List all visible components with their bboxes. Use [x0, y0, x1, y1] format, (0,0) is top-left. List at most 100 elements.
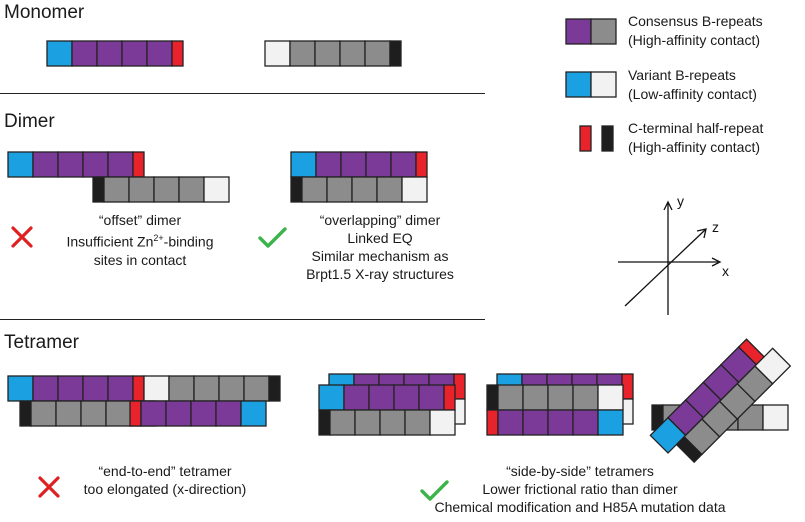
variant-repeat	[7, 151, 34, 178]
c-terminal-half-repeat	[290, 176, 303, 203]
repeat-blocks	[7, 18, 792, 464]
repeat-strip	[7, 375, 145, 402]
legend-variant-label: Variant B-repeats	[628, 67, 736, 83]
x-axis-label: x	[722, 263, 729, 279]
c-terminal-half-repeat	[486, 409, 499, 436]
legend-consensus-label: Consensus B-repeats	[628, 13, 763, 29]
consensus-repeat	[80, 400, 107, 427]
variant-repeat	[46, 40, 73, 67]
repeat-strip	[129, 400, 267, 427]
consensus-repeat	[418, 384, 445, 411]
side-by-side-name: “side-by-side” tetramers	[506, 463, 654, 479]
c-terminal-half-repeat	[443, 384, 456, 411]
repeat-strip	[486, 384, 624, 411]
consensus-repeat	[522, 409, 549, 436]
consensus-repeat	[82, 375, 109, 402]
z-axis-arrow	[696, 228, 707, 239]
section-divider	[0, 93, 485, 94]
consensus-repeat	[547, 409, 574, 436]
consensus-repeat	[55, 400, 82, 427]
repeat-strip	[318, 384, 456, 411]
consensus-repeat	[289, 40, 316, 67]
consensus-repeat	[376, 176, 403, 203]
consensus-repeat	[351, 176, 378, 203]
c-terminal-half-repeat	[579, 125, 592, 152]
dimer-title: Dimer	[4, 111, 55, 132]
repeat-strip	[565, 18, 617, 45]
repeat-strip	[290, 176, 428, 203]
variant-repeat	[754, 347, 792, 385]
variant-repeat	[264, 40, 291, 67]
variant-repeat	[290, 151, 317, 178]
consensus-repeat	[30, 400, 57, 427]
variant-repeat	[318, 384, 345, 411]
repeat-strip	[143, 375, 281, 402]
consensus-repeat	[243, 375, 270, 402]
repeat-strip	[486, 409, 624, 436]
consensus-repeat	[343, 384, 370, 411]
consensus-repeat	[215, 400, 242, 427]
c-terminal-half-repeat	[92, 176, 105, 203]
repeat-strip	[46, 40, 184, 67]
variant-repeat	[762, 404, 789, 431]
consensus-repeat	[565, 18, 592, 45]
consensus-repeat	[390, 151, 417, 178]
check-icon	[420, 480, 449, 501]
offset-dimer-name: “offset” dimer	[98, 212, 182, 228]
consensus-repeat	[393, 384, 420, 411]
consensus-repeat	[497, 384, 524, 411]
cross-icon	[11, 226, 33, 248]
consensus-repeat	[572, 409, 599, 436]
consensus-repeat	[168, 375, 195, 402]
verdict-icons	[11, 226, 449, 501]
repeat-strip	[565, 71, 617, 98]
c-terminal-half-repeat	[601, 125, 614, 152]
consensus-repeat	[153, 176, 180, 203]
legend-variant-note: (Low-affinity contact)	[628, 86, 757, 102]
cross-stroke	[38, 476, 60, 498]
variant-repeat	[429, 409, 456, 436]
consensus-repeat	[404, 409, 431, 436]
overlap-dimer-caption: “overlapping” dimer Linked EQ Similar me…	[275, 211, 485, 283]
legend-consensus-note: (High-affinity contact)	[628, 32, 761, 48]
c-terminal-half-repeat	[389, 40, 402, 67]
y-axis-arrow	[663, 200, 673, 211]
z-axis-label: z	[712, 219, 719, 235]
consensus-repeat	[107, 375, 134, 402]
consensus-repeat	[315, 151, 342, 178]
consensus-repeat	[314, 40, 341, 67]
consensus-repeat	[218, 375, 245, 402]
c-terminal-half-repeat	[129, 400, 142, 427]
legend-cterm: C-terminal half-repeat (High-affinity co…	[628, 119, 763, 157]
consensus-repeat	[71, 40, 98, 67]
consensus-repeat	[379, 409, 406, 436]
legend-consensus: Consensus B-repeats (High-affinity conta…	[628, 12, 763, 50]
consensus-repeat	[165, 400, 192, 427]
consensus-repeat	[105, 400, 132, 427]
c-terminal-half-repeat	[171, 40, 184, 67]
offset-dimer-reason: Insufficient Zn2+-binding	[66, 233, 214, 250]
repeat-strip	[675, 347, 792, 464]
consensus-repeat	[57, 375, 84, 402]
consensus-repeat	[121, 40, 148, 67]
variant-repeat	[401, 176, 428, 203]
variant-repeat	[203, 176, 230, 203]
variant-repeat	[597, 409, 624, 436]
consensus-repeat	[340, 151, 367, 178]
repeat-strip	[92, 176, 230, 203]
consensus-repeat	[368, 384, 395, 411]
offset-dimer-caption: “offset” dimer Insufficient Zn2+-binding…	[40, 211, 240, 269]
axes-diagram: yzx	[618, 193, 729, 315]
c-terminal-half-repeat	[415, 151, 428, 178]
z-axis	[624, 229, 706, 307]
consensus-repeat	[193, 375, 220, 402]
end-to-end-reason: too elongated (x-direction)	[83, 481, 247, 497]
variant-repeat	[240, 400, 267, 427]
legend-cterm-note: (High-affinity contact)	[628, 139, 761, 155]
repeat-strip	[264, 40, 402, 67]
x-axis-arrow	[711, 257, 722, 267]
end-to-end-caption: “end-to-end” tetramer too elongated (x-d…	[55, 462, 275, 498]
consensus-repeat	[146, 40, 173, 67]
check-icon	[258, 227, 287, 248]
